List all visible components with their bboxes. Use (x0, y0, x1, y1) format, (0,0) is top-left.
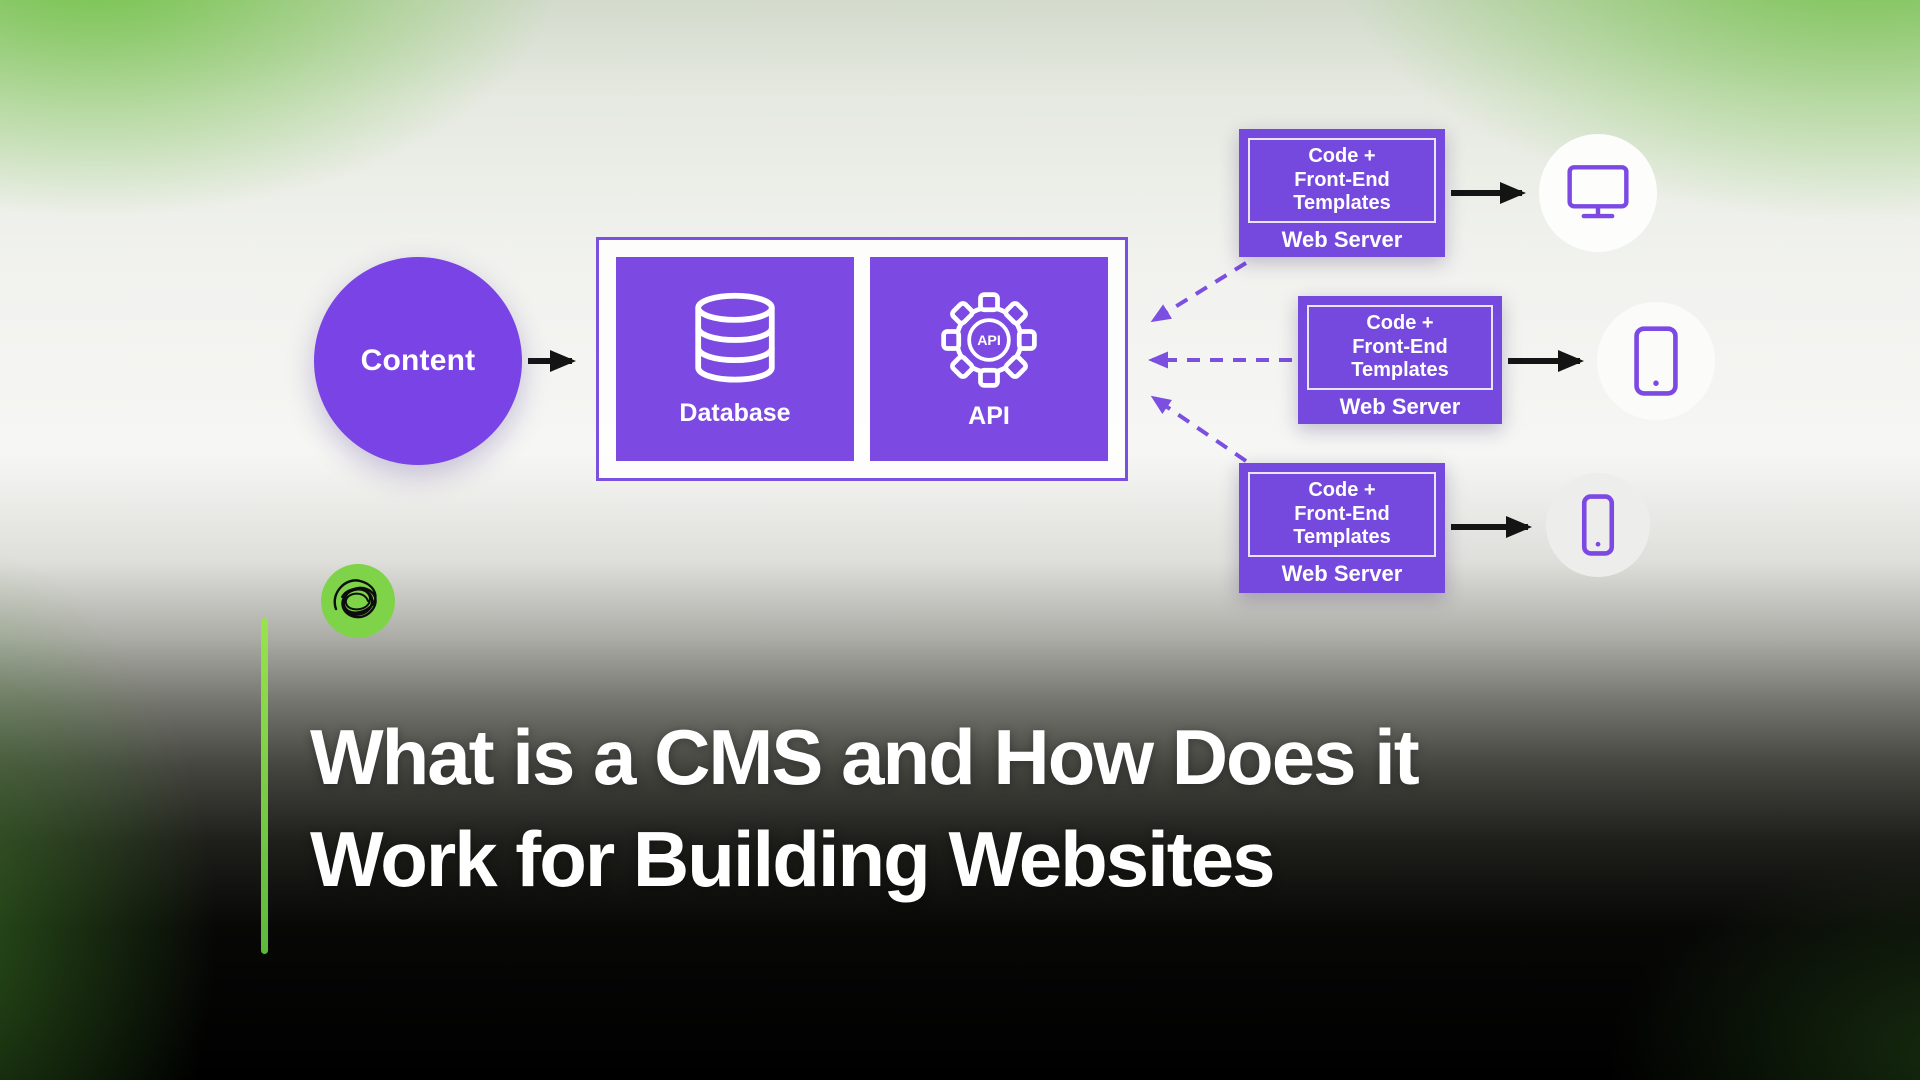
web-server-box-desktop: Code + Front-End Templates Web Server (1239, 129, 1445, 257)
content-node: Content (314, 257, 522, 465)
title-accent-bar (261, 618, 268, 954)
database-icon (695, 292, 775, 383)
page-title-line2: Work for Building Websites (310, 815, 1276, 903)
api-gear-icon: API (941, 291, 1037, 388)
api-gear-text: API (977, 333, 1001, 349)
api-label: API (968, 401, 1010, 430)
tablet-icon (1634, 326, 1678, 396)
page-title-line1: What is a CMS and How Does it (310, 713, 1420, 801)
phone-device-circle (1546, 473, 1650, 577)
web-server-box-phone: Code + Front-End Templates Web Server (1239, 463, 1445, 593)
web-server-label: Web Server (1339, 393, 1461, 419)
scribble-logo (318, 561, 398, 641)
tablet-device-circle (1597, 302, 1715, 420)
database-label: Database (679, 398, 791, 427)
scribble-icon (321, 564, 395, 638)
title-block: What is a CMS and How Does it Work for B… (310, 706, 1420, 910)
dashed-arrow-ws1-to-api (1150, 261, 1248, 323)
desktop-icon (1567, 165, 1629, 219)
code-templates-label: Code + Front-End Templates (1307, 305, 1493, 390)
dashed-arrow-ws3-to-api (1150, 395, 1248, 463)
code-templates-label: Code + Front-End Templates (1248, 138, 1436, 223)
content-label: Content (360, 344, 476, 377)
code-templates-label: Code + Front-End Templates (1248, 472, 1436, 557)
cms-box: Database API API (596, 237, 1128, 481)
desktop-device-circle (1539, 134, 1657, 252)
web-server-label: Web Server (1281, 226, 1403, 252)
web-server-label: Web Server (1281, 561, 1403, 586)
phone-icon (1581, 494, 1615, 556)
database-node: Database (616, 257, 854, 461)
web-server-box-tablet: Code + Front-End Templates Web Server (1298, 296, 1502, 424)
api-node: API API (870, 257, 1108, 461)
